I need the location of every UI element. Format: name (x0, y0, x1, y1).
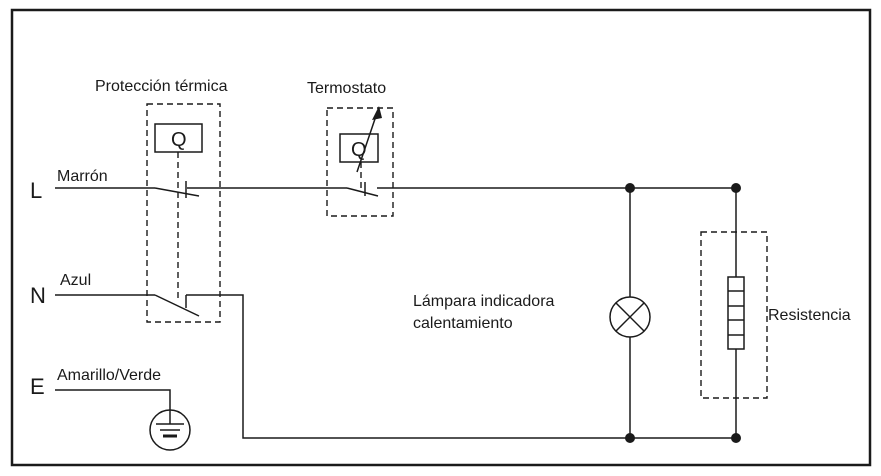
terminal-L: L (30, 178, 42, 203)
switch-contact-icon (346, 182, 379, 197)
lamp-label-line2: calentamiento (413, 315, 513, 332)
resistor-label: Resistencia (768, 307, 851, 324)
junction-dot (625, 433, 635, 443)
relay-coil-thermostat (339, 133, 379, 163)
junction-dot (731, 183, 741, 193)
lamp-icon (609, 296, 651, 338)
resistor-icon (727, 276, 745, 350)
lamp-label-line1: Lámpara indicadora (413, 293, 555, 310)
terminal-N: N (30, 283, 46, 308)
thermal-protection-label: Protección térmica (95, 78, 228, 95)
thermal-protection: Q (55, 103, 221, 323)
thermostat: Q (326, 106, 394, 217)
relay-coil-thermal-label: Q (171, 129, 187, 151)
ground-icon (149, 409, 191, 451)
line-N (186, 294, 736, 439)
switch-contact-icon (154, 181, 200, 198)
switch-contact-icon (55, 294, 200, 317)
wire-label-L: Marrón (57, 168, 108, 185)
thermostat-label: Termostato (307, 80, 386, 97)
wire-label-E: Amarillo/Verde (57, 367, 161, 384)
diagram-frame (10, 8, 872, 467)
junction-dot (731, 433, 741, 443)
resistor-branch (700, 188, 768, 438)
junction-dot (625, 183, 635, 193)
wire-label-N: Azul (60, 272, 91, 289)
terminal-E: E (30, 374, 45, 399)
line-E (55, 389, 171, 410)
